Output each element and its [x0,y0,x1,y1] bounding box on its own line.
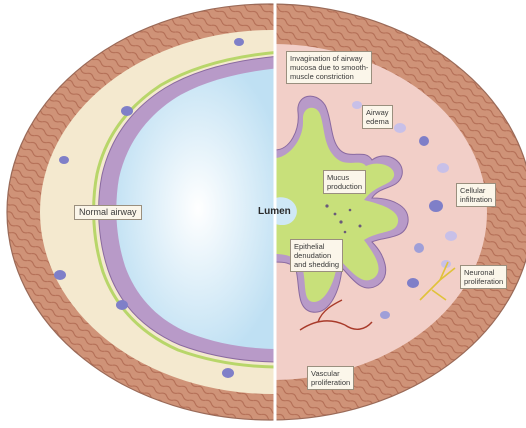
neuronal-proliferation-label: Neuronal proliferation [460,265,507,289]
epithelial-denudation-label: Epithelial denudation and shedding [290,239,343,272]
invagination-label: Invagination of airway mucosa due to smo… [286,51,372,84]
airway-edema-label: Airway edema [362,105,393,129]
lumen-label: Lumen [258,206,291,217]
mucus-production-label: Mucus production [323,170,366,194]
cellular-infiltration-label: Cellular infiltration [456,183,496,207]
vascular-proliferation-label: Vascular proliferation [307,366,354,390]
normal-airway-label: Normal airway [74,205,142,220]
